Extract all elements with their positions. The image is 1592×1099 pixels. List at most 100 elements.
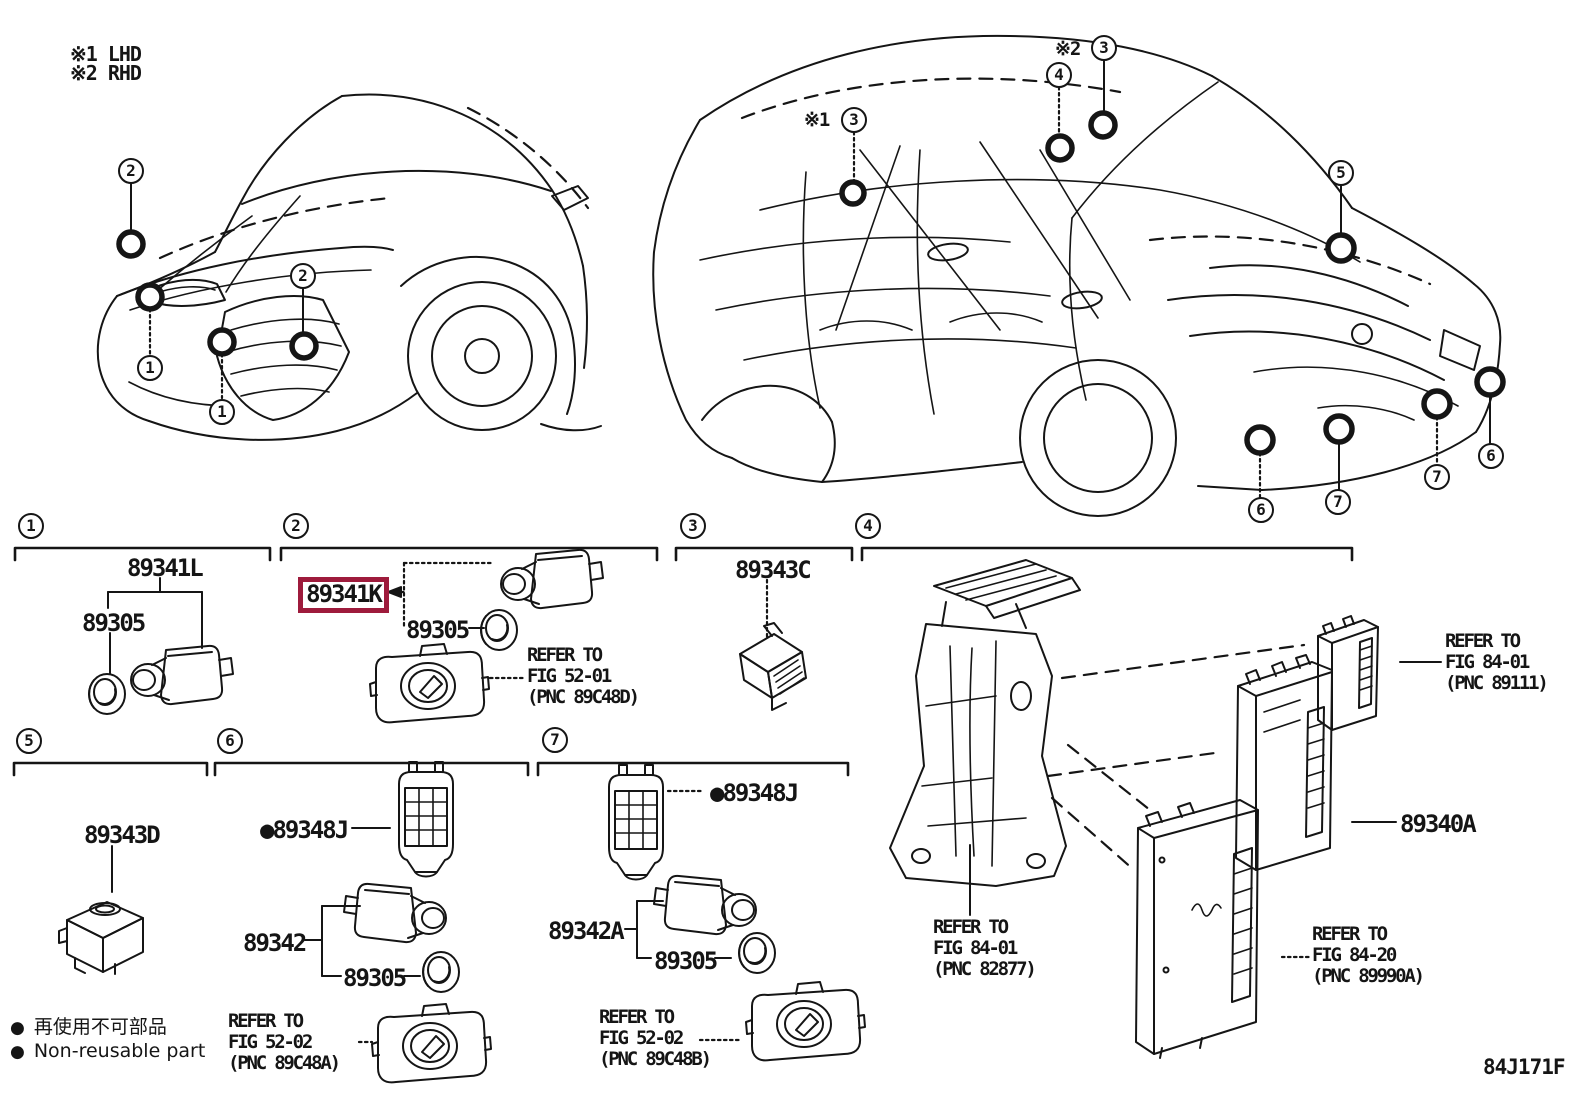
part-label-89341L[interactable]: 89341L <box>127 554 204 582</box>
vehicle-callout-leader-lines <box>130 59 1491 499</box>
ref-link-fig84-01-ecu[interactable]: REFER TO FIG 84-01 (PNC 89111) <box>1445 630 1549 694</box>
ref-line: FIG 52-02 <box>228 1031 313 1053</box>
ecu-sketch-89990A <box>1135 799 1259 1059</box>
part-number: 89348J <box>272 816 349 844</box>
buzzer-sketch-89343D <box>58 901 144 975</box>
part-label-89305-s2[interactable]: 89305 <box>406 616 470 644</box>
section-callout-5: 5 <box>16 728 42 754</box>
non-reusable-bullet: ● <box>260 816 275 844</box>
ref-line: FIG 52-02 <box>599 1027 684 1049</box>
part-label-89348J-s6[interactable]: ●89348J <box>260 816 349 844</box>
vehicle-callout-3-lhd: 3 <box>841 107 867 133</box>
non-reusable-bullet: ● <box>10 1042 25 1062</box>
part-label-89340A[interactable]: 89340A <box>1400 810 1477 838</box>
section-4-art <box>889 559 1442 1059</box>
bezel-sketch-89C48D <box>369 643 490 724</box>
section-callout-3: 3 <box>680 513 706 539</box>
section-1-art <box>88 577 234 715</box>
vehicle-callout-6-right: 6 <box>1478 443 1504 469</box>
section-7-art <box>608 764 866 1062</box>
section-6-art <box>304 761 492 1084</box>
ref-line: REFER TO <box>228 1010 304 1032</box>
ref-line: REFER TO <box>1312 923 1388 945</box>
non-reusable-bullet: ● <box>10 1018 25 1038</box>
part-label-89342[interactable]: 89342 <box>243 929 307 957</box>
highlight-arrow <box>387 586 402 598</box>
ref-line: FIG 84-01 <box>933 937 1018 959</box>
sensor-sketch-89341L <box>130 644 234 706</box>
sensor-sketch-89342 <box>343 882 447 944</box>
ref-line: (PNC 89C48D) <box>527 686 640 708</box>
rear-car-drawing <box>652 34 1502 517</box>
vehicle-callout-6-left: 6 <box>1248 497 1274 523</box>
ref-link-fig52-02-b[interactable]: REFER TO FIG 52-02 (PNC 89C48B) <box>599 1006 712 1070</box>
sensor-sketch-89341K <box>500 548 604 610</box>
part-label-89348J-s7[interactable]: ●89348J <box>710 779 799 807</box>
retainer-sketch-89305 <box>422 951 460 993</box>
ref-line: REFER TO <box>599 1006 675 1028</box>
vehicle-callout-1-front-right: 1 <box>209 399 235 425</box>
section-bracket-lines <box>12 546 1354 777</box>
ref-link-fig52-01[interactable]: REFER TO FIG 52-01 (PNC 89C48D) <box>527 644 640 708</box>
ref-line: (PNC 89C48A) <box>228 1052 341 1074</box>
retainer-sketch-89305 <box>738 932 776 974</box>
sensor-position-markers <box>116 110 1506 456</box>
vehicle-callout-5: 5 <box>1328 160 1354 186</box>
ref-line: FIG 52-01 <box>527 665 612 687</box>
legend-non-reusable-jp: ● 再使用不可部品 <box>10 1012 167 1039</box>
legend-text-en: Non-reusable part <box>33 1040 206 1062</box>
ref-line: (PNC 89990A) <box>1312 965 1425 987</box>
sensor-sketch-89342A <box>653 874 757 936</box>
part-label-89305-s6[interactable]: 89305 <box>343 964 407 992</box>
section-callout-6: 6 <box>217 728 243 754</box>
retainer-sketch-89305 <box>88 673 126 715</box>
ref-line: (PNC 89111) <box>1445 672 1549 694</box>
retainer-sketch-89348J <box>608 764 664 881</box>
ref-line: REFER TO <box>1445 630 1521 652</box>
ref-line: (PNC 82877) <box>933 958 1037 980</box>
bracket-sketch-82877 <box>889 559 1081 887</box>
ref-line: (PNC 89C48B) <box>599 1048 712 1070</box>
part-label-89305-s1[interactable]: 89305 <box>82 609 146 637</box>
section-callout-7: 7 <box>542 727 568 753</box>
vehicle-callout-4: 4 <box>1046 62 1072 88</box>
vehicle-callout-1-front-left: 1 <box>137 355 163 381</box>
bezel-sketch-89C48A <box>371 1003 492 1084</box>
part-label-89343C[interactable]: 89343C <box>735 556 812 584</box>
part-label-89343D[interactable]: 89343D <box>84 821 161 849</box>
legend-text-jp: 再使用不可部品 <box>33 1016 167 1038</box>
vehicle-callout-3-rhd: 3 <box>1091 35 1117 61</box>
highlighted-part-label-89341K[interactable]: 89341K <box>298 577 389 613</box>
retainer-sketch-89348J <box>398 761 454 878</box>
part-label-89342A[interactable]: 89342A <box>548 917 625 945</box>
note-rhd: ※2 RHD <box>70 61 142 85</box>
retainer-sketch-89305 <box>480 609 518 651</box>
ref-link-fig84-01-bracket[interactable]: REFER TO FIG 84-01 (PNC 82877) <box>933 916 1037 980</box>
section-callout-1: 1 <box>18 513 44 539</box>
star1-marker: ※1 <box>804 109 830 131</box>
star2-marker: ※2 <box>1055 38 1081 60</box>
ref-line: REFER TO <box>933 916 1009 938</box>
section-callout-2: 2 <box>283 513 309 539</box>
ref-line: FIG 84-01 <box>1445 651 1530 673</box>
ref-link-fig52-02-a[interactable]: REFER TO FIG 52-02 (PNC 89C48A) <box>228 1010 341 1074</box>
figure-code: 84J171F <box>1483 1055 1566 1079</box>
vehicle-callout-2-front-left: 2 <box>118 158 144 184</box>
part-number: 89348J <box>722 779 799 807</box>
part-label-89305-s7[interactable]: 89305 <box>654 947 718 975</box>
front-car-drawing <box>96 93 602 441</box>
vehicle-callout-2-front-right: 2 <box>290 263 316 289</box>
ref-link-fig84-20[interactable]: REFER TO FIG 84-20 (PNC 89990A) <box>1312 923 1425 987</box>
ref-line: REFER TO <box>527 644 603 666</box>
vehicle-callout-7-left: 7 <box>1325 489 1351 515</box>
bezel-sketch-89C48B <box>745 981 866 1062</box>
legend-non-reusable-en: ● Non-reusable part <box>10 1040 205 1062</box>
section-2-art <box>369 548 604 724</box>
note-lhd: ※1 LHD <box>70 42 142 66</box>
section-callout-4: 4 <box>855 513 881 539</box>
section-3-art <box>739 578 807 711</box>
buzzer-sketch-89343C <box>739 622 807 711</box>
non-reusable-bullet: ● <box>710 779 725 807</box>
